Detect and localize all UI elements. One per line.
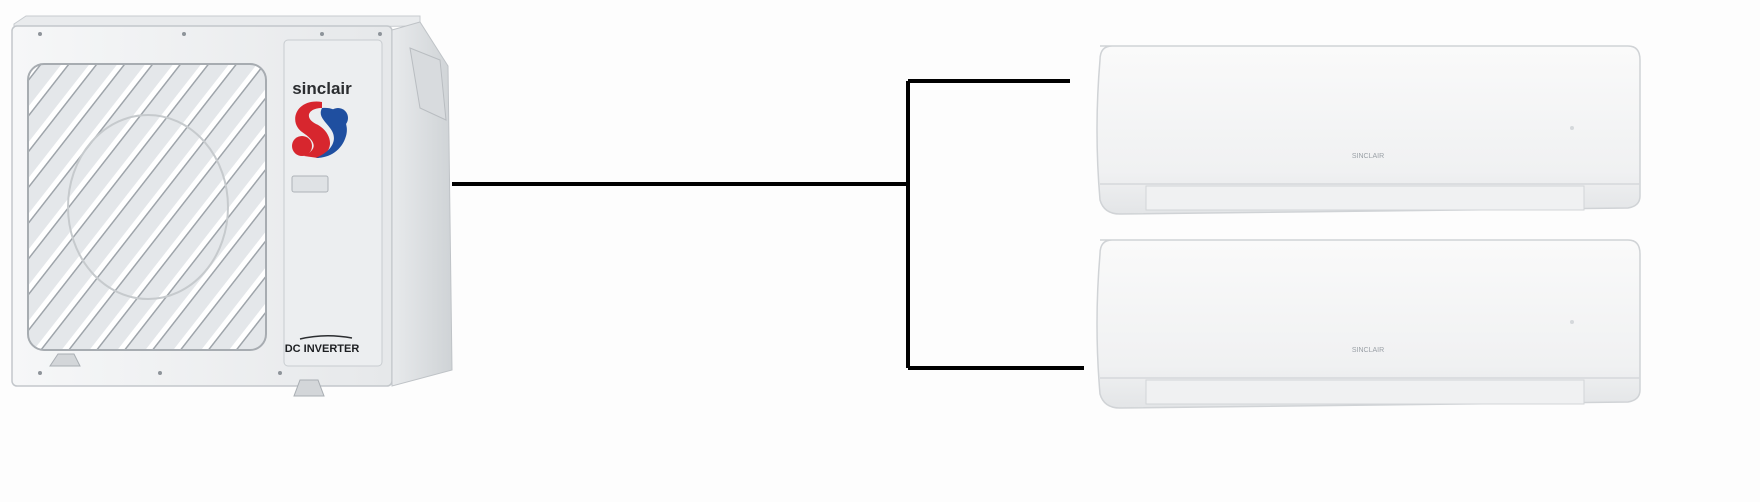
model-label: DC INVERTER	[285, 343, 360, 355]
refrigerant-lines	[452, 79, 1084, 370]
indoor-brand-text: SINCLAIR	[1352, 347, 1384, 354]
indoor-unit: SINCLAIR	[1096, 239, 1641, 409]
indoor-brand-text: SINCLAIR	[1352, 153, 1384, 160]
indoor-unit: SINCLAIR	[1096, 45, 1641, 215]
sensor-icon	[1570, 320, 1574, 324]
outdoor-brand-text: sinclair	[292, 79, 352, 98]
sinclair-logo-icon	[292, 101, 348, 158]
screws	[38, 32, 382, 375]
outdoor-unit: sinclair DC INVERTER	[11, 15, 453, 397]
sensor-icon	[1570, 126, 1574, 130]
fan-grill	[27, 63, 267, 351]
